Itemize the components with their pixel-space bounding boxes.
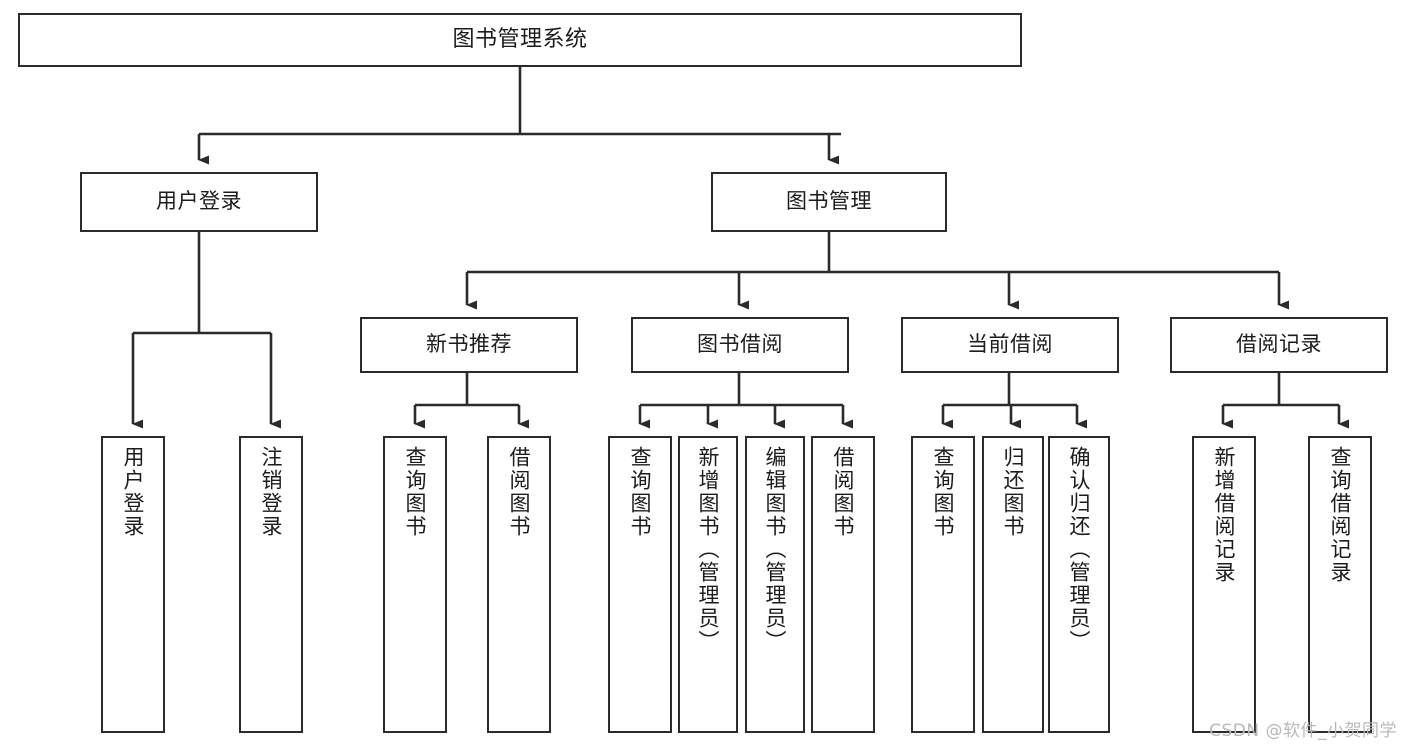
node-root-book-management-system[interactable]: 图书管理系统 [18, 13, 1022, 67]
node-borrowing-record[interactable]: 借阅记录 [1170, 317, 1388, 373]
node-label: 查询借阅记录 [1328, 446, 1353, 584]
node-label: 确认归还（管理员） [1067, 446, 1092, 653]
node-label: 借阅图书 [507, 446, 532, 538]
node-leaf-borrow-book[interactable]: 借阅图书 [811, 436, 875, 733]
node-label: 编辑图书（管理员） [763, 446, 788, 653]
node-current-borrowing[interactable]: 当前借阅 [901, 317, 1119, 373]
node-leaf-add-book-admin[interactable]: 新增图书（管理员） [678, 436, 738, 733]
node-new-book-recommendation[interactable]: 新书推荐 [360, 317, 578, 373]
csdn-watermark: CSDN @软件_小贺同学 [1209, 721, 1397, 741]
node-label: 用户登录 [156, 189, 242, 214]
node-label: 借阅图书 [831, 446, 856, 538]
node-label: 图书管理 [786, 189, 872, 214]
node-label: 新增图书（管理员） [696, 446, 721, 653]
node-label: 查询图书 [931, 446, 956, 538]
node-leaf-return-book[interactable]: 归还图书 [982, 436, 1044, 733]
node-label: 借阅记录 [1236, 332, 1322, 357]
node-label: 当前借阅 [967, 332, 1053, 357]
node-leaf-add-borrow-record[interactable]: 新增借阅记录 [1192, 436, 1256, 733]
node-leaf-user-login[interactable]: 用户登录 [101, 436, 165, 733]
node-label: 图书借阅 [697, 332, 783, 357]
node-label: 查询图书 [628, 446, 653, 538]
node-leaf-edit-book-admin[interactable]: 编辑图书（管理员） [745, 436, 805, 733]
node-leaf-query-book-current[interactable]: 查询图书 [911, 436, 975, 733]
node-label: 注销登录 [259, 446, 284, 538]
node-leaf-query-book-new-rec[interactable]: 查询图书 [383, 436, 447, 733]
node-leaf-borrow-book-new-rec[interactable]: 借阅图书 [487, 436, 551, 733]
node-label: 新增借阅记录 [1212, 446, 1237, 584]
node-leaf-query-book-borrow[interactable]: 查询图书 [608, 436, 672, 733]
node-label: 归还图书 [1001, 446, 1026, 538]
node-leaf-logout[interactable]: 注销登录 [239, 436, 303, 733]
node-leaf-confirm-return-admin[interactable]: 确认归还（管理员） [1048, 436, 1110, 733]
node-label: 查询图书 [403, 446, 428, 538]
node-label: 新书推荐 [426, 332, 512, 357]
node-label: 用户登录 [121, 446, 146, 538]
node-book-borrowing[interactable]: 图书借阅 [631, 317, 849, 373]
node-book-management[interactable]: 图书管理 [711, 172, 947, 232]
node-user-login[interactable]: 用户登录 [80, 172, 318, 232]
node-leaf-query-borrow-record[interactable]: 查询借阅记录 [1308, 436, 1372, 733]
node-label: 图书管理系统 [452, 26, 588, 52]
